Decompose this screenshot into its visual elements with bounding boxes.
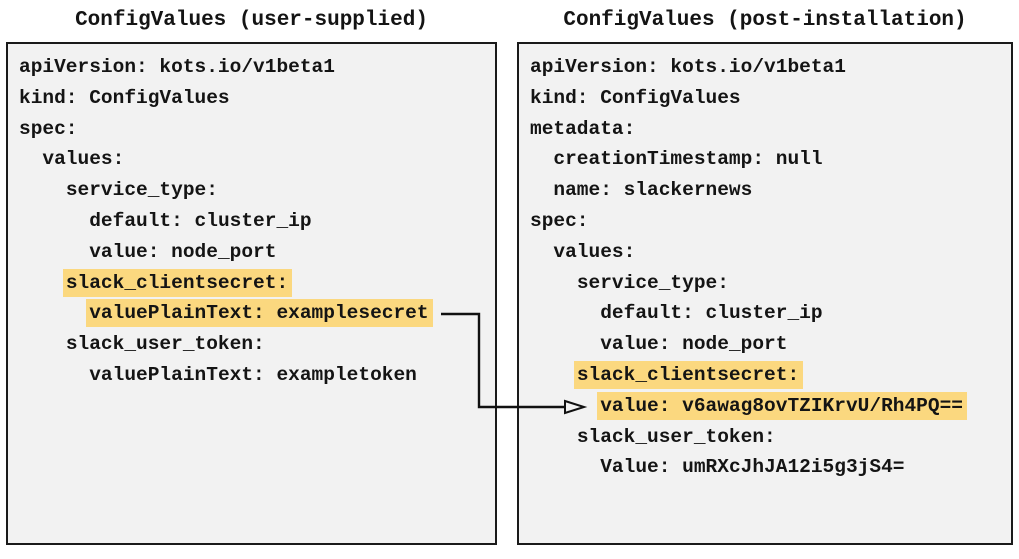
code-text: service_type:	[576, 271, 729, 294]
code-line: kind: ConfigValues	[19, 83, 495, 114]
code-text: kind: ConfigValues	[19, 86, 230, 109]
user-supplied-config-box: apiVersion: kots.io/v1beta1 kind: Config…	[6, 42, 497, 545]
code-line: apiVersion: kots.io/v1beta1	[19, 52, 495, 83]
code-line: default: cluster_ip	[530, 298, 1011, 329]
code-line: name: slackernews	[530, 175, 1011, 206]
code-text: value: node_port	[89, 240, 277, 263]
code-text: default: cluster_ip	[89, 209, 312, 232]
code-text: spec:	[19, 117, 78, 140]
code-indent	[530, 179, 553, 201]
code-indent	[19, 302, 89, 324]
code-indent	[530, 148, 553, 170]
code-text: creationTimestamp: null	[553, 148, 823, 171]
code-text: values:	[42, 148, 125, 171]
code-indent	[19, 210, 89, 232]
code-text: valuePlainText: exampletoken	[89, 363, 417, 386]
code-text: apiVersion: kots.io/v1beta1	[19, 56, 335, 78]
code-text: service_type:	[65, 179, 218, 202]
highlighted-text: slack_clientsecret:	[62, 268, 293, 297]
code-line: spec:	[19, 114, 495, 145]
code-text: kind: ConfigValues	[530, 86, 741, 109]
highlighted-text: value: v6awag8ovTZIKrvU/Rh4PQ==	[597, 391, 967, 420]
code-line: values:	[530, 237, 1011, 268]
code-indent	[530, 395, 600, 417]
code-indent	[530, 272, 577, 294]
code-line: slack_user_token:	[530, 422, 1011, 453]
code-text: slack_user_token:	[65, 333, 265, 356]
left-panel-title: ConfigValues (user-supplied)	[75, 9, 428, 32]
post-installation-config-box: apiVersion: kots.io/v1beta1 kind: Config…	[517, 42, 1013, 545]
code-indent	[530, 426, 577, 448]
code-indent	[530, 241, 553, 263]
code-line: valuePlainText: exampletoken	[19, 360, 495, 391]
code-line: apiVersion: kots.io/v1beta1	[530, 52, 1011, 83]
code-line: metadata:	[530, 114, 1011, 145]
code-text: name: slackernews	[553, 179, 753, 202]
code-text: apiVersion: kots.io/v1beta1	[530, 56, 846, 78]
highlighted-text: valuePlainText: examplesecret	[86, 299, 433, 328]
code-line: value: node_port	[530, 329, 1011, 360]
code-indent	[19, 333, 66, 355]
code-text: Value: umRXcJhJA12i5g3jS4=	[600, 456, 905, 479]
code-line: slack_clientsecret:	[530, 360, 1011, 391]
code-line: slack_user_token:	[19, 329, 495, 360]
code-indent	[19, 148, 42, 170]
code-indent	[19, 179, 66, 201]
code-line: values:	[19, 144, 495, 175]
code-indent	[19, 241, 89, 263]
code-indent	[530, 302, 600, 324]
code-text: values:	[553, 240, 636, 263]
code-line: spec:	[530, 206, 1011, 237]
code-indent	[530, 364, 577, 386]
code-line: service_type:	[19, 175, 495, 206]
right-panel-title: ConfigValues (post-installation)	[563, 9, 967, 32]
code-line: value: node_port	[19, 237, 495, 268]
code-line: slack_clientsecret:	[19, 268, 495, 299]
code-line: Value: umRXcJhJA12i5g3jS4=	[530, 452, 1011, 483]
code-indent	[530, 456, 600, 478]
highlighted-text: slack_clientsecret:	[573, 360, 804, 389]
code-text: default: cluster_ip	[600, 302, 823, 325]
code-line: valuePlainText: examplesecret	[19, 298, 495, 329]
code-line: kind: ConfigValues	[530, 83, 1011, 114]
code-line: service_type:	[530, 268, 1011, 299]
code-line: default: cluster_ip	[19, 206, 495, 237]
code-indent	[19, 364, 89, 386]
code-text: slack_user_token:	[576, 425, 776, 448]
code-text: spec:	[530, 209, 589, 232]
code-text: value: node_port	[600, 333, 788, 356]
code-line: value: v6awag8ovTZIKrvU/Rh4PQ==	[530, 391, 1011, 422]
code-line: creationTimestamp: null	[530, 144, 1011, 175]
code-indent	[530, 333, 600, 355]
code-indent	[19, 272, 66, 294]
code-text: metadata:	[530, 117, 636, 140]
